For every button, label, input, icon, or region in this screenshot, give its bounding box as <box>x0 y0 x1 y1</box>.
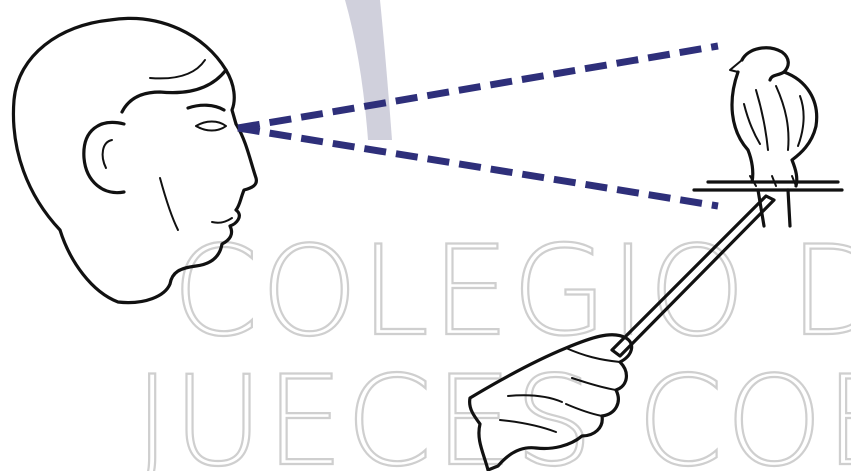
ear <box>84 122 124 192</box>
watermark-line-1: COLEGIO DE <box>172 220 851 364</box>
bird-on-perch-drawing <box>694 48 842 226</box>
sight-line-upper <box>238 46 718 128</box>
watermark: COLEGIO DE JUECES COE <box>134 220 851 471</box>
bird-feathers-3 <box>798 96 804 146</box>
bird-head <box>742 48 788 80</box>
sight-line-lower <box>238 128 718 206</box>
eye <box>196 122 226 131</box>
bird-feathers-2 <box>776 86 789 150</box>
sight-lines <box>238 46 718 206</box>
bird-feathers-4 <box>744 104 760 144</box>
perch-post-right <box>788 190 790 226</box>
cheek-line <box>160 178 178 230</box>
eyebrow <box>188 105 224 110</box>
background-arc <box>345 0 392 140</box>
bird-body-left <box>732 72 753 182</box>
ear-inner <box>103 140 112 168</box>
bird-beak <box>730 60 742 72</box>
hair-inner-line <box>150 60 205 78</box>
watermark-line-2: JUECES COE <box>134 350 851 471</box>
